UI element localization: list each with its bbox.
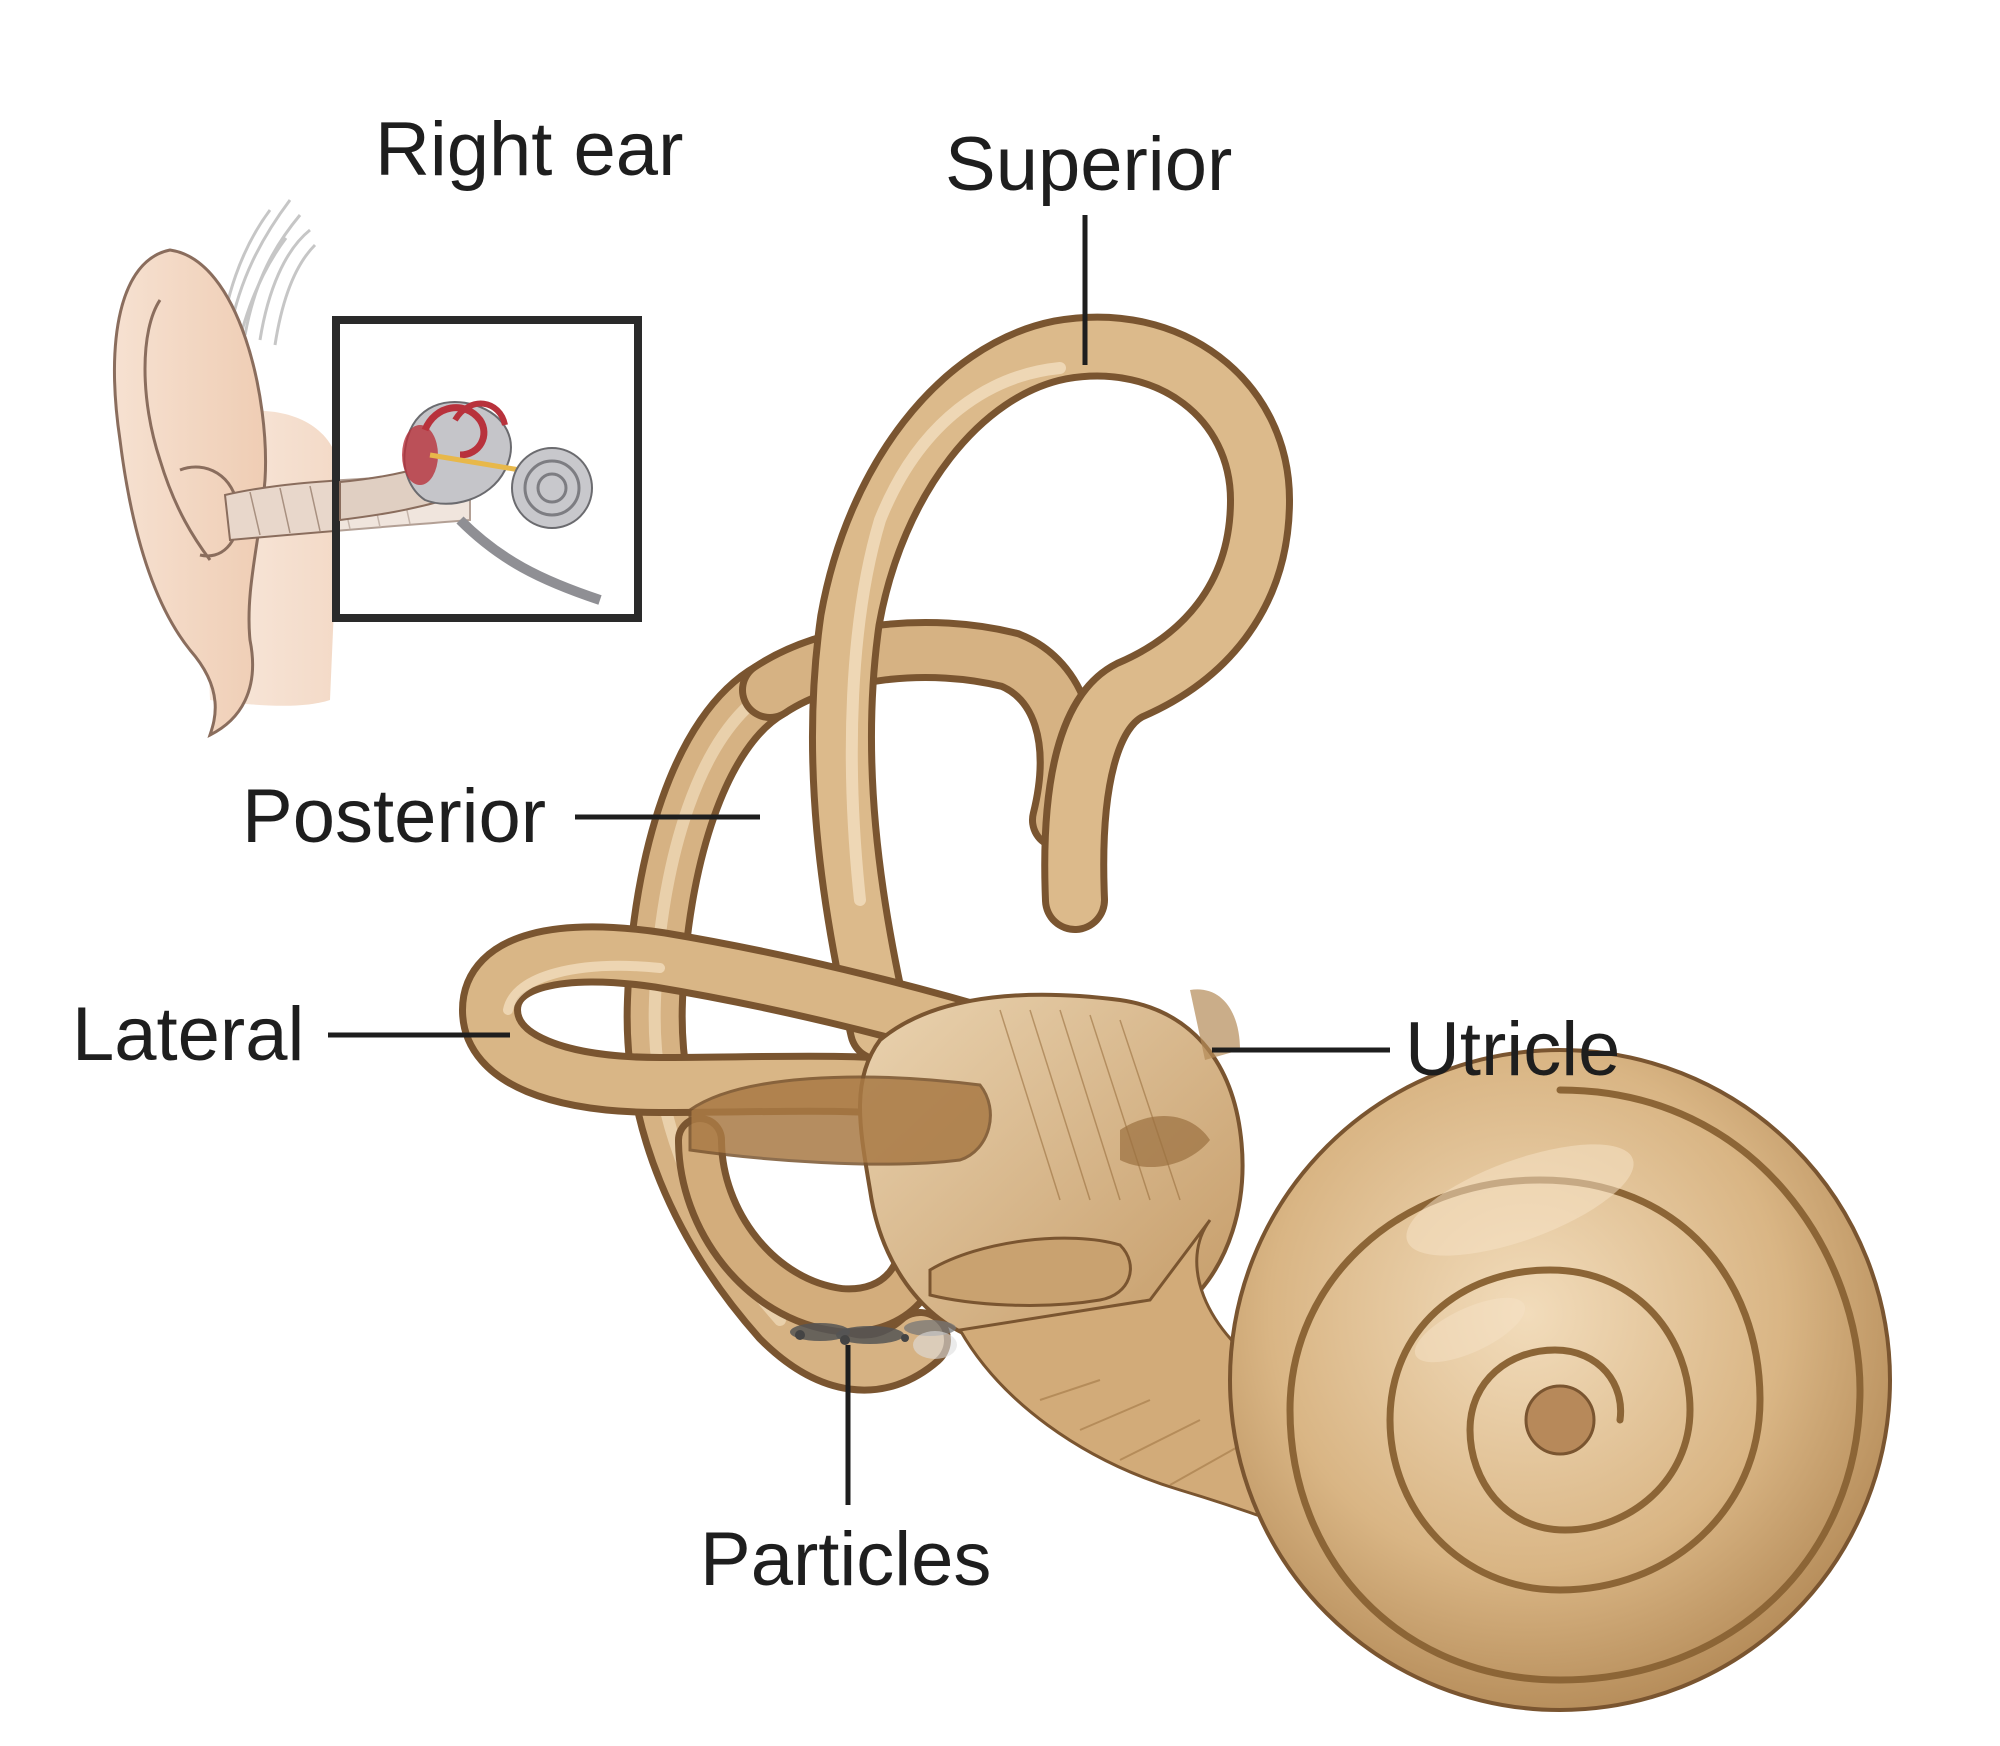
leader-lines bbox=[328, 215, 1390, 1505]
vestibule-hatching bbox=[999, 1009, 1181, 1201]
labyrinth-illustration bbox=[458, 313, 1892, 1712]
label-superior: Superior bbox=[945, 122, 1232, 207]
ampulla bbox=[688, 1075, 992, 1166]
label-posterior: Posterior bbox=[242, 774, 546, 859]
pinna-fold bbox=[143, 299, 212, 561]
label-lateral: Lateral bbox=[72, 992, 304, 1077]
particles bbox=[790, 1320, 957, 1359]
label-utricle: Utricle bbox=[1405, 1007, 1620, 1092]
label-particles: Particles bbox=[700, 1517, 991, 1602]
cochlea bbox=[1228, 1048, 1892, 1712]
label-right-ear: Right ear bbox=[375, 107, 683, 192]
inset-inner-ear bbox=[402, 400, 602, 605]
pinna bbox=[112, 248, 268, 738]
outer-ear-illustration bbox=[112, 199, 642, 738]
